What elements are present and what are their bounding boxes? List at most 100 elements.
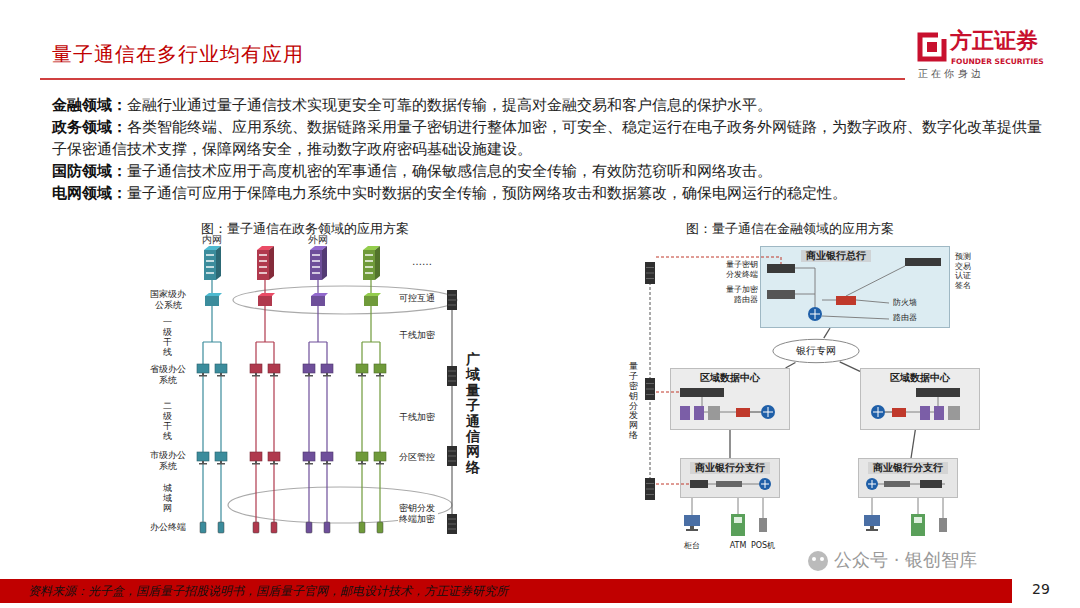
node-heading: 商业银行分支行 — [690, 462, 770, 474]
node-heading: 商业银行总行 — [801, 250, 871, 262]
rack-slot — [448, 371, 456, 372]
building-window — [312, 254, 320, 256]
bank-network-cloud: 银行专网 — [772, 338, 860, 364]
page-number: 29 — [1032, 581, 1050, 598]
figure-caption: 图：量子通信在金融领域的应用方案 — [686, 221, 894, 237]
terminal-label: ATM — [730, 541, 747, 551]
field-heading: 电网领域： — [52, 184, 127, 202]
body-paragraph: 金融领域：金融行业通过量子通信技术实现更安全可靠的数据传输，提高对金融交易和客户… — [52, 94, 1042, 116]
firewall-icon — [836, 296, 856, 305]
computer-screen — [268, 452, 280, 461]
office-terminal — [200, 522, 206, 533]
watermark-icon — [808, 551, 828, 571]
field-heading: 金融领域： — [52, 96, 127, 114]
link-label: 密钥分发终端加密 — [398, 503, 438, 525]
computer-screen — [268, 364, 280, 373]
field-text: 量子通信技术应用于高度机密的军事通信，确保敏感信息的安全传输，有效防范窃听和网络… — [127, 162, 772, 180]
computer-stand — [361, 373, 363, 375]
logo-slogan: 正 在 你 身 边 — [918, 68, 981, 80]
building-icon — [257, 246, 274, 280]
pc-base — [686, 529, 698, 531]
computer-stand — [361, 461, 363, 463]
server-icon — [311, 293, 328, 306]
computer-base — [323, 375, 331, 377]
computer-screen — [197, 452, 209, 461]
level-label: 市级办公系统 — [148, 450, 188, 472]
computer-base — [252, 463, 260, 465]
watermark-icon-dot — [812, 557, 816, 561]
computer-stand — [379, 461, 381, 463]
computer-icon — [303, 364, 315, 377]
storage-icon — [708, 406, 720, 420]
rack-slot — [646, 489, 654, 490]
computer-icon — [250, 452, 262, 465]
computer-base — [252, 375, 260, 377]
router-arrows — [810, 309, 820, 319]
qkd-rack — [645, 262, 655, 284]
logo-notch — [938, 30, 947, 39]
computer-screen — [374, 452, 386, 461]
router-arrows — [873, 407, 883, 417]
building-window — [365, 266, 373, 268]
panel-fill — [860, 368, 980, 430]
computer-stand — [220, 461, 222, 463]
computer-base — [376, 375, 384, 377]
ellipsis: …… — [412, 256, 432, 268]
source-note: 资料来源：光子盒，国盾量子招股说明书，国盾量子官网，邮电设计技术，方正证券研究所 — [28, 584, 508, 598]
storage-icon — [948, 406, 960, 420]
building-window — [206, 266, 214, 268]
server-icon — [916, 388, 960, 397]
pos-icon — [759, 518, 767, 532]
link-label: 分区管控 — [398, 452, 436, 463]
branch-panel: 商业银行分支行 — [858, 458, 958, 498]
network-label: 广域量子通信网络 — [466, 352, 480, 475]
network-label: 量子密钥分发网络 — [629, 362, 638, 441]
computer-icon — [197, 364, 209, 377]
server-top — [364, 293, 381, 296]
computer-screen — [215, 452, 227, 461]
quantum-router — [767, 290, 795, 299]
qkd-rack — [447, 290, 457, 310]
rack-slot — [646, 483, 654, 484]
signing-server — [905, 258, 941, 266]
logo-core — [927, 42, 937, 52]
panel-fill — [760, 246, 950, 328]
router-body — [761, 405, 775, 419]
rack-slot — [646, 278, 654, 279]
computer-icon — [215, 364, 227, 377]
computer-screen — [215, 364, 227, 373]
atm-icon — [731, 514, 745, 536]
building-front — [257, 250, 269, 280]
office-terminal — [377, 522, 383, 533]
server-icon — [364, 293, 381, 306]
computer-base — [270, 463, 278, 465]
storage-icon — [694, 406, 704, 420]
device-label: 量子密钥分发终端 — [722, 260, 758, 279]
title-rule — [40, 78, 905, 80]
router-icon — [761, 405, 775, 419]
rack-slot — [448, 305, 456, 306]
level-label: 国家级办公系统 — [148, 289, 188, 311]
slide-title: 量子通信在多行业均有应用 — [52, 42, 304, 66]
building-window — [259, 260, 267, 262]
level-label: 办公终端 — [150, 522, 186, 533]
data-center-panel: 区域数据中心 — [670, 368, 790, 430]
computer-icon — [321, 364, 333, 377]
trunk-label: 一级干线 — [163, 318, 172, 358]
link-label: 干线加密 — [398, 330, 436, 341]
router-icon — [871, 405, 885, 419]
building-window — [206, 272, 214, 274]
node-heading: 商业银行分支行 — [868, 462, 948, 474]
field-text: 量子通信可应用于保障电力系统中实时数据的安全传输，预防网络攻击和数据篡改，确保电… — [127, 184, 847, 202]
computer-base — [270, 375, 278, 377]
computer-stand — [379, 373, 381, 375]
building-window — [206, 260, 214, 262]
rack-slot — [646, 494, 654, 495]
device-wire — [795, 266, 905, 307]
pos-icon — [939, 518, 947, 532]
computer-stand — [273, 461, 275, 463]
network-link — [840, 362, 860, 371]
storage-icon — [934, 406, 944, 420]
computer-stand — [255, 461, 257, 463]
router-icon — [759, 478, 771, 490]
